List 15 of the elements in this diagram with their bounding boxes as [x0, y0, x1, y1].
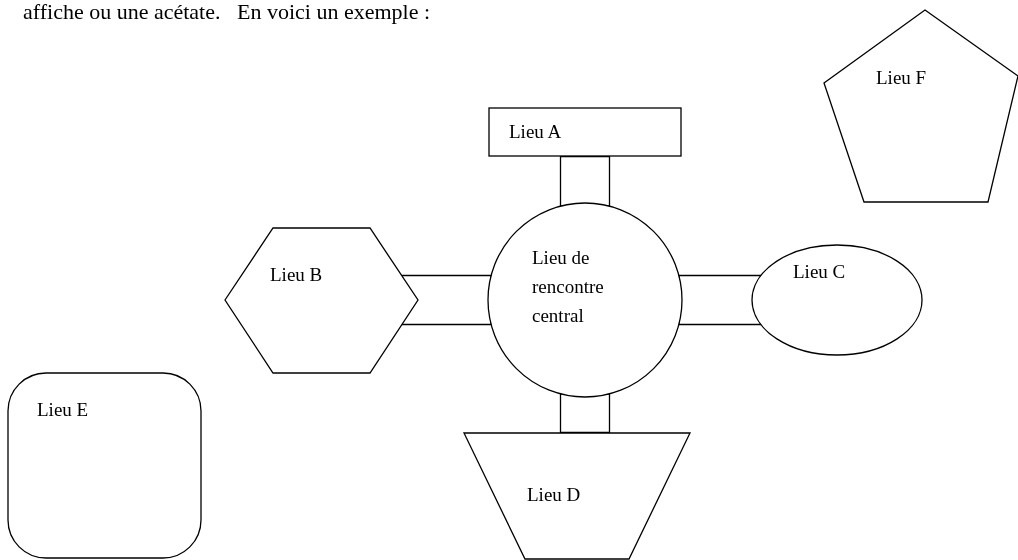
place-hexagon — [225, 228, 418, 373]
place-pentagon — [824, 10, 1018, 202]
place-ellipse — [752, 245, 922, 355]
place-rounded-box — [8, 373, 201, 558]
place-name: Lieu D — [527, 484, 581, 507]
place-trapezoid — [464, 433, 690, 559]
place-name: Lieu F — [876, 67, 927, 90]
central-circle — [488, 203, 682, 397]
place-name: Lieu A — [509, 121, 562, 144]
place-rectangle — [489, 108, 681, 156]
place-name: Lieu C — [793, 261, 846, 284]
intro-text: affiche ou une acétate. En voici un exemple : — [23, 0, 431, 25]
place-name: Lieu B — [270, 264, 323, 287]
place-name: Lieu de rencontre central — [532, 246, 605, 328]
place-name: Lieu E — [37, 399, 89, 422]
